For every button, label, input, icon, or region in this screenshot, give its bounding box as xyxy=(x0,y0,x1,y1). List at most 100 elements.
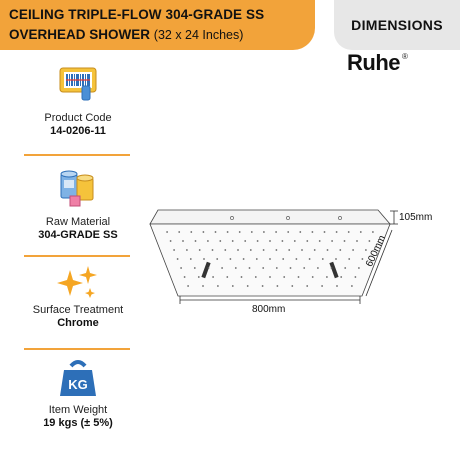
nozzle-dot xyxy=(234,267,237,269)
brand-logo: Ruhe xyxy=(347,50,401,75)
dimensions-banner: DIMENSIONS xyxy=(334,0,460,50)
nozzle-dot xyxy=(217,285,219,287)
nozzle-dot xyxy=(335,231,338,233)
nozzle-dot xyxy=(326,276,328,278)
nozzle-dot xyxy=(248,267,251,269)
raw-material-value: 304-GRADE SS xyxy=(38,229,118,241)
nozzle-dot xyxy=(275,231,277,233)
nozzle-dot xyxy=(317,267,319,269)
nozzle-dot xyxy=(219,240,222,242)
raw-material-label: Raw Material xyxy=(45,216,111,228)
nozzle-dot xyxy=(190,231,193,233)
surface-treatment-value: Chrome xyxy=(57,317,99,329)
nozzle-dot xyxy=(326,249,329,251)
nozzle-dot xyxy=(275,249,278,251)
nozzle-dot xyxy=(173,249,175,251)
nozzle-dot xyxy=(183,276,186,278)
product-title-line2: OVERHEAD SHOWER (32 x 24 Inches) xyxy=(9,27,243,42)
width-dimension: 800mm xyxy=(252,304,286,315)
nozzle-dot xyxy=(237,249,239,251)
product-title-main: OVERHEAD SHOWER xyxy=(9,27,151,42)
nozzle-dot xyxy=(212,276,214,278)
nozzle-dot xyxy=(313,249,316,251)
nozzle-dot xyxy=(287,231,290,233)
nozzle-dot xyxy=(318,240,321,242)
product-code-label: Product Code xyxy=(44,112,112,124)
feature-divider xyxy=(24,154,130,156)
nozzle-dot xyxy=(261,285,264,287)
nozzle-dot xyxy=(193,267,196,269)
nozzle-dot xyxy=(293,240,296,242)
nozzle-dot xyxy=(331,240,333,242)
nozzle-dot xyxy=(291,285,294,287)
nozzle-dot xyxy=(281,240,284,242)
nozzle-dot xyxy=(240,276,243,278)
nozzle-dot xyxy=(189,258,192,260)
nozzle-dot xyxy=(330,267,333,269)
nozzle-dot xyxy=(229,258,232,260)
nozzle-dot xyxy=(250,231,253,233)
nozzle-dot xyxy=(288,249,291,251)
nozzle-dot xyxy=(207,267,210,269)
nozzle-dot xyxy=(368,240,371,242)
nozzle-dot xyxy=(311,231,314,233)
nozzle-dot xyxy=(214,231,217,233)
nozzle-dot xyxy=(224,249,227,251)
nozzle-dot xyxy=(269,240,271,242)
feature-raw-material: Raw Material 304-GRADE SS xyxy=(25,166,131,242)
nozzle-dot xyxy=(295,258,298,260)
nozzle-dot xyxy=(187,285,189,287)
nozzle-dot xyxy=(176,258,179,260)
nozzle-dot xyxy=(311,276,314,278)
nozzle-dot xyxy=(211,249,214,251)
product-size: (32 x 24 Inches) xyxy=(153,28,244,42)
nozzle-dot xyxy=(344,267,347,269)
nozzle-dot xyxy=(269,258,271,260)
nozzle-dot xyxy=(354,276,357,278)
shower-technical-drawing xyxy=(149,209,391,297)
barcode-scanner-icon xyxy=(59,67,97,101)
nozzle-dot xyxy=(256,240,259,242)
nozzle-dot xyxy=(347,231,350,233)
nozzle-dot xyxy=(207,240,209,242)
nozzle-dot xyxy=(306,240,309,242)
nozzle-dot xyxy=(262,249,265,251)
nozzle-dot xyxy=(216,258,219,260)
nozzle-dot xyxy=(306,285,309,287)
nozzle-dot xyxy=(198,249,201,251)
feature-divider xyxy=(24,255,130,257)
nozzle-dot xyxy=(282,258,285,260)
nozzle-dot xyxy=(242,258,245,260)
nozzle-dot xyxy=(202,285,204,287)
nozzle-dot xyxy=(269,276,271,278)
nozzle-dot xyxy=(308,258,311,260)
nozzle-dot xyxy=(202,231,205,233)
nozzle-dot xyxy=(351,285,353,287)
nozzle-dot xyxy=(238,231,241,233)
nozzle-dot xyxy=(231,240,234,242)
item-weight-value: 19 kgs (± 5%) xyxy=(43,417,113,429)
nozzle-dot xyxy=(203,258,205,260)
feature-surface-treatment: Surface Treatment Chrome xyxy=(25,264,131,330)
product-title-line1: CEILING TRIPLE-FLOW 304-GRADE SS xyxy=(9,7,265,22)
nozzle-dot xyxy=(321,285,323,287)
nozzle-dot xyxy=(178,231,181,233)
nozzle-dot xyxy=(301,249,303,251)
nozzle-dot xyxy=(352,249,354,251)
nozzle-dot xyxy=(359,231,362,233)
feature-product-code: Product Code 14-0206-11 xyxy=(25,62,131,138)
kettlebell-weight-icon: KG xyxy=(60,360,96,396)
registered-mark: ® xyxy=(402,52,408,61)
nozzle-dot xyxy=(262,267,265,269)
nozzle-dot xyxy=(336,285,338,287)
nozzle-dot xyxy=(323,231,326,233)
nozzle-dot xyxy=(283,276,286,278)
nozzle-dot xyxy=(169,240,172,242)
nozzle-dot xyxy=(246,285,249,287)
nozzle-dot xyxy=(340,276,343,278)
nozzle-dot xyxy=(180,267,182,269)
nozzle-dot xyxy=(263,231,265,233)
nozzle-dot xyxy=(297,276,300,278)
nozzle-dot xyxy=(299,231,302,233)
